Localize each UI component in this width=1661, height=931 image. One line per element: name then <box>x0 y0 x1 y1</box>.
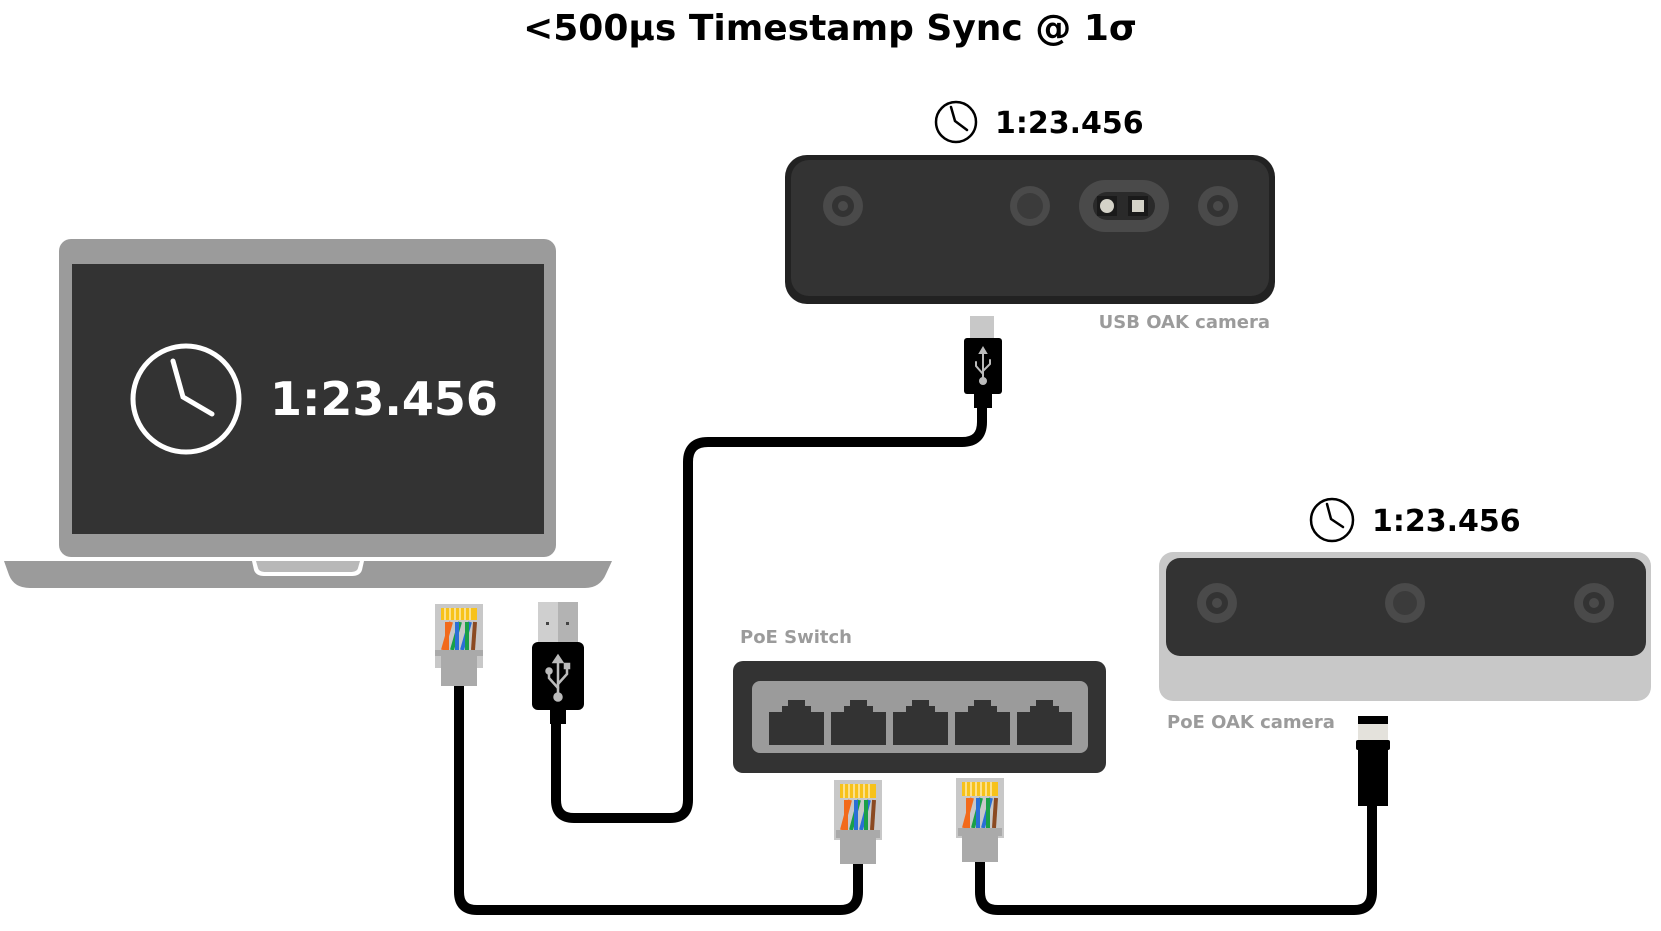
laptop-screen <box>72 264 544 534</box>
switch-ports <box>769 700 1072 745</box>
poe-switch <box>733 661 1106 773</box>
ethernet-cable-host-switch <box>454 675 863 915</box>
usb-icon <box>545 653 571 702</box>
switch-rj45-plug-2 <box>956 778 1004 862</box>
switch-rj45-plug-1 <box>834 780 882 864</box>
rj45-pins <box>441 608 477 620</box>
camera-lens <box>1197 583 1237 623</box>
host-laptop: 1:23.456 <box>4 239 612 588</box>
switch-port-3 <box>893 700 948 745</box>
usb-camera-timestamp: 1:23.456 <box>995 106 1144 141</box>
poe-switch-label: PoE Switch <box>740 627 852 648</box>
usb-camera-label: USB OAK camera <box>1099 312 1270 333</box>
usb-camera-timestamp-group: 1:23.456 <box>934 100 1144 144</box>
host-timestamp: 1:23.456 <box>270 372 498 426</box>
poe-camera-timestamp: 1:23.456 <box>1372 504 1521 539</box>
usb-cable <box>551 390 987 823</box>
host-rj45-plug <box>435 604 483 686</box>
clock-icon <box>934 100 978 144</box>
clock-icon <box>130 343 242 455</box>
poe-camera-m12-connector <box>1356 716 1390 806</box>
camera-lens <box>823 186 863 226</box>
poe-oak-camera <box>1159 552 1651 701</box>
laptop-notch-inner <box>256 561 360 572</box>
camera-lens <box>1198 186 1238 226</box>
rj45-wires <box>441 621 477 651</box>
cables <box>454 390 1377 915</box>
ir-projector <box>1079 180 1169 232</box>
switch-port-1 <box>769 700 824 745</box>
poe-camera-timestamp-group: 1:23.456 <box>1309 497 1521 543</box>
poe-camera-label: PoE OAK camera <box>1167 712 1335 733</box>
camera-lens <box>1574 583 1614 623</box>
usb-icon <box>975 346 991 385</box>
camera-lens <box>1010 186 1050 226</box>
ethernet-cable-switch-camera <box>975 800 1377 915</box>
diagram-title: <500µs Timestamp Sync @ 1σ <box>523 8 1137 49</box>
clock-icon <box>1309 497 1355 543</box>
switch-port-5 <box>1017 700 1072 745</box>
camera-lens <box>1385 583 1425 623</box>
usb-oak-camera <box>785 155 1275 304</box>
switch-port-4 <box>955 700 1010 745</box>
host-usb-plug <box>532 602 584 724</box>
switch-port-2 <box>831 700 886 745</box>
usb-camera-plug <box>964 316 1002 408</box>
